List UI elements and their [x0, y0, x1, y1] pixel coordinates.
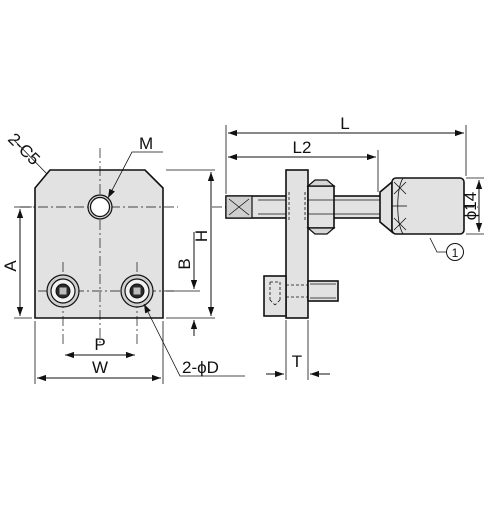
- dim-w-label: W: [92, 358, 108, 377]
- dim-l2-label: L2: [293, 138, 312, 157]
- callout-number: 1: [452, 246, 459, 260]
- dim-a-label: A: [1, 260, 20, 272]
- cap-screw-head: [263, 275, 287, 317]
- collar: [379, 180, 393, 234]
- counterbore-hole-left: [46, 274, 80, 308]
- front-view: 2-C5 M A H B P W 2-ϕD: [1, 129, 245, 384]
- dim-h-label: H: [192, 230, 211, 242]
- dim-t-label: T: [292, 352, 302, 371]
- dim-p-label: P: [94, 335, 105, 354]
- thread-hole: [87, 194, 113, 220]
- chamfer-label: 2-C5: [4, 129, 43, 168]
- dim-d-label: 2-ϕD: [182, 358, 219, 377]
- thread-label: M: [139, 134, 153, 153]
- counterbore-hole-right: [120, 274, 154, 308]
- side-view: L L2 ϕ14 T 1: [212, 114, 484, 380]
- hex-nut: [307, 185, 335, 229]
- dim-dia-label: ϕ14: [461, 192, 480, 220]
- dim-l-label: L: [340, 114, 349, 133]
- dim-b-label: B: [175, 258, 194, 269]
- bracket-plate: [285, 169, 309, 319]
- cap-screw-shank: [307, 280, 339, 302]
